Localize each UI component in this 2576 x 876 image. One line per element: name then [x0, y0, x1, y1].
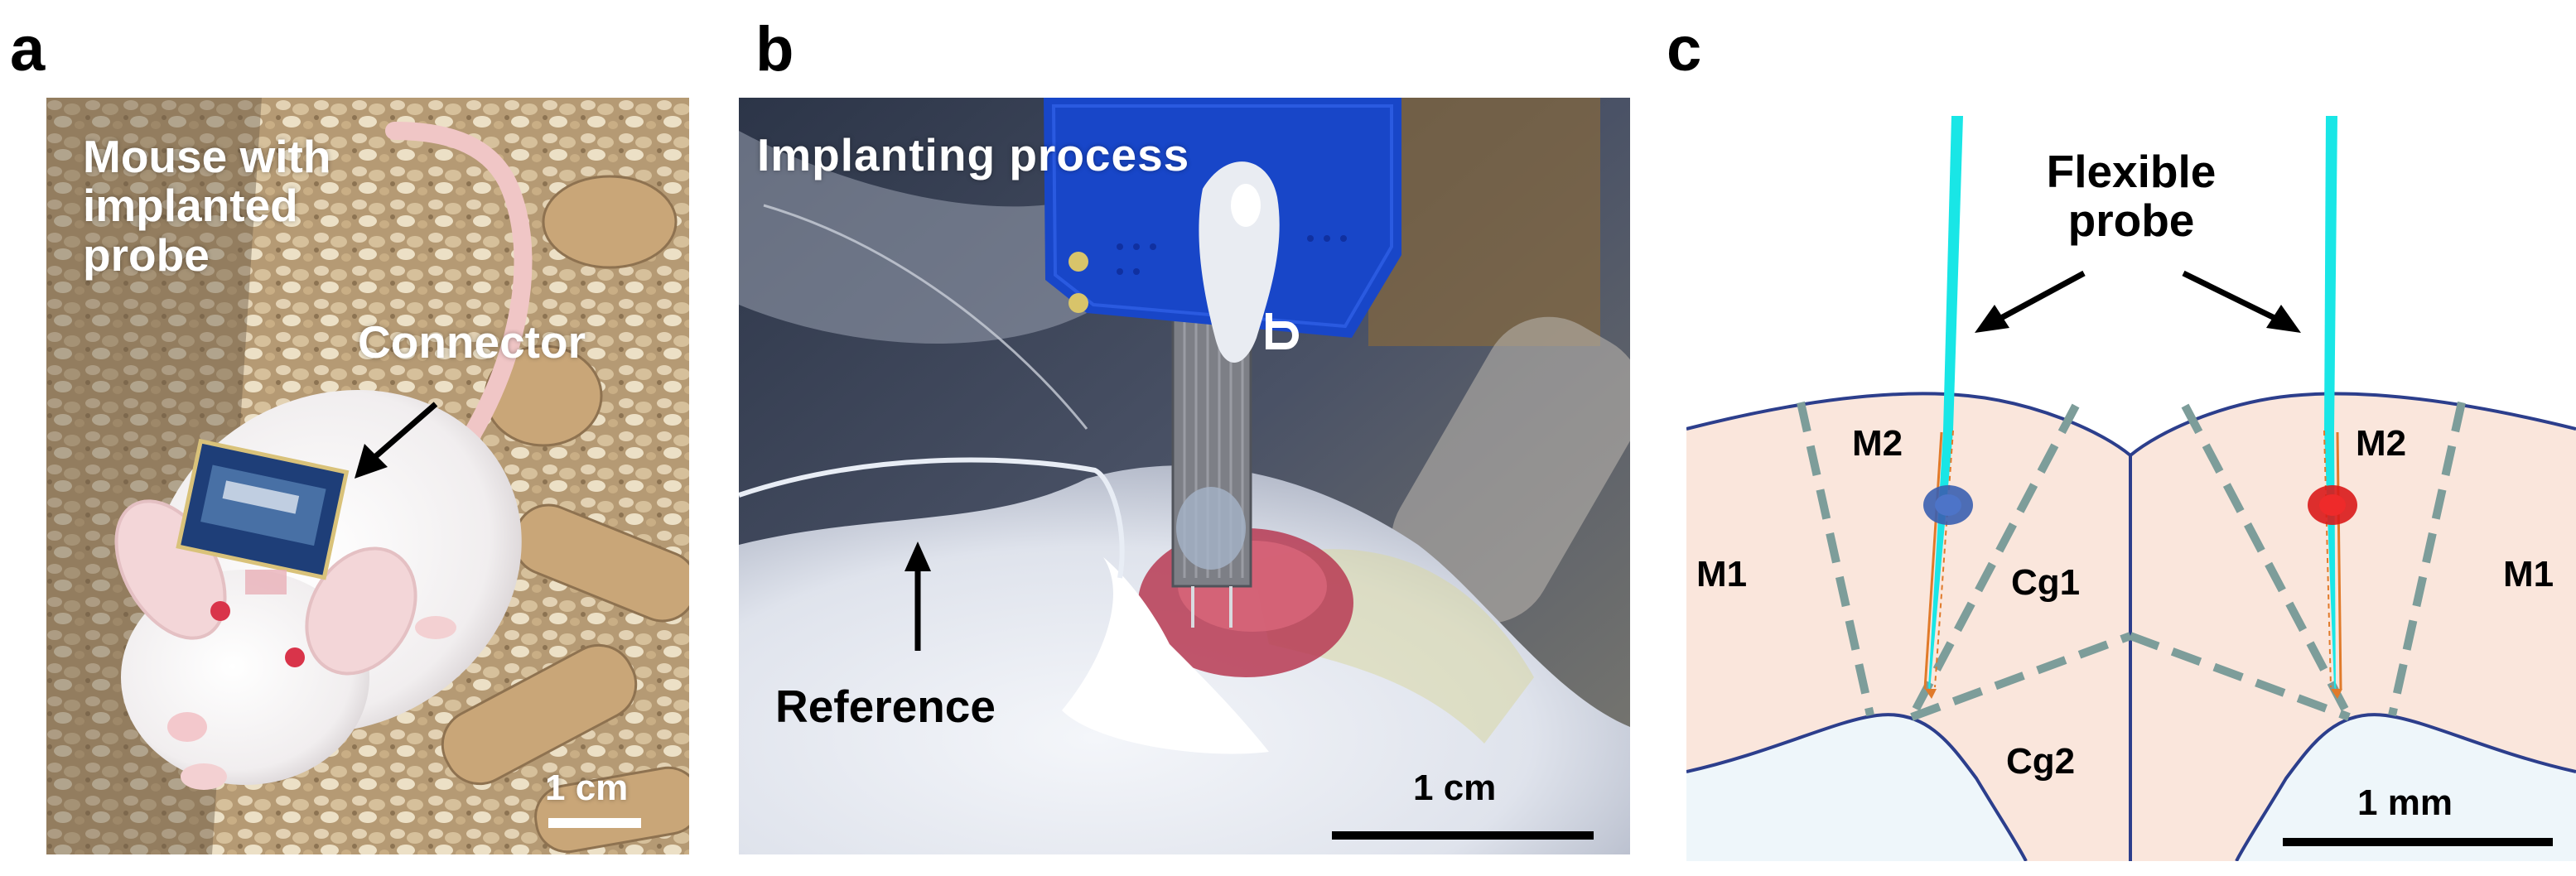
brain-diagram: Flexible probe M2 M2 M1 M1 Cg1 Cg2 1 mm	[1686, 116, 2576, 861]
brain-diagram-drawing	[1686, 116, 2576, 861]
scale-label-c: 1 mm	[2357, 782, 2453, 823]
scale-bar-c	[2283, 838, 2553, 846]
region-m2-left: M2	[1852, 423, 1903, 464]
mouse-photo-drawing	[46, 98, 689, 854]
region-m1-left: M1	[1696, 554, 1748, 594]
implant-photo-title: Implanting process	[757, 129, 1190, 180]
panel-letter-b: b	[755, 14, 794, 84]
reference-label: Reference	[775, 681, 996, 732]
connector-label: Connector	[358, 316, 586, 368]
mouse-photo: Mouse with implanted probe Connector 1 c…	[46, 98, 689, 854]
implant-photo: Implanting process Reference 1 cm	[739, 98, 1630, 854]
scale-bar-a	[548, 818, 641, 828]
region-m1-right: M1	[2503, 554, 2554, 594]
scale-bar-b	[1332, 831, 1594, 840]
flexible-probe-label: Flexible probe	[2046, 146, 2217, 247]
region-cg1: Cg1	[2011, 562, 2081, 603]
panel-letter-a: a	[10, 14, 46, 84]
implant-photo-drawing	[739, 98, 1630, 854]
panel-letter-c: c	[1667, 14, 1702, 84]
region-m2-right: M2	[2356, 423, 2407, 464]
scale-label-a: 1 cm	[545, 768, 629, 808]
mouse-photo-title: Mouse with implanted probe	[83, 131, 331, 281]
scale-label-b: 1 cm	[1413, 768, 1497, 808]
region-cg2: Cg2	[2006, 741, 2076, 782]
